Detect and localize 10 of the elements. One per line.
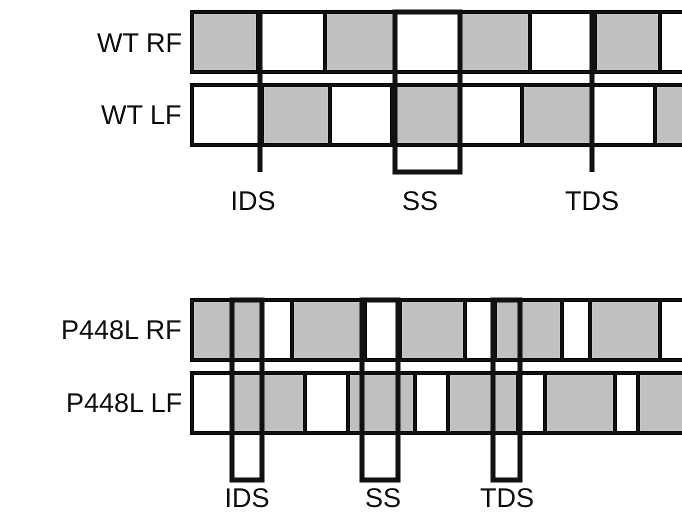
row-label: P448L RF: [61, 315, 182, 345]
phase-label: IDS: [224, 483, 270, 513]
phase-label: SS: [365, 483, 402, 513]
phase-label: SS: [402, 186, 438, 216]
phase-label: IDS: [230, 186, 276, 216]
row-label: WT LF: [101, 100, 182, 130]
phase-label: TDS: [480, 483, 534, 513]
row-label: P448L LF: [66, 388, 182, 418]
phase-label: TDS: [565, 186, 619, 216]
row-label: WT RF: [97, 28, 182, 58]
